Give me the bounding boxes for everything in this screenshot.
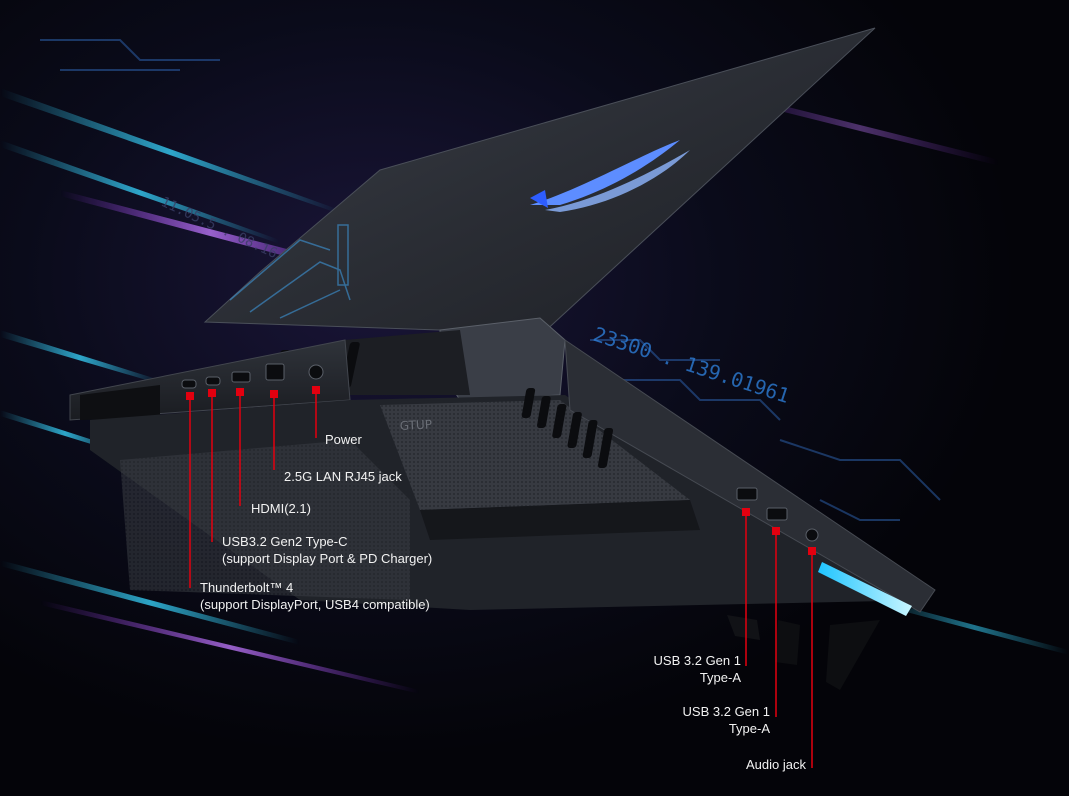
light-bar bbox=[818, 562, 912, 616]
laptop: GTUP bbox=[69, 27, 936, 690]
screen-edge-1 bbox=[727, 615, 760, 640]
marker-audio bbox=[808, 547, 816, 555]
callout-markers bbox=[186, 386, 816, 555]
label-hdmi: HDMI(2.1) bbox=[251, 501, 311, 516]
screen-edge-3 bbox=[826, 620, 880, 690]
label-power: Power bbox=[325, 432, 362, 447]
bottom-mesh bbox=[380, 400, 690, 510]
label-thunderbolt: Thunderbolt™ 4 (support DisplayPort, USB… bbox=[200, 580, 430, 612]
label-usb-a-2: USB 3.2 Gen 1 Type-A bbox=[682, 704, 770, 736]
marker-lan bbox=[270, 390, 278, 398]
label-lan: 2.5G LAN RJ45 jack bbox=[284, 469, 402, 484]
laptop-side-right bbox=[564, 339, 936, 613]
label-usb-a-1: USB 3.2 Gen 1 Type-A bbox=[653, 653, 741, 685]
marker-thunderbolt bbox=[186, 392, 194, 400]
right-vent-fins bbox=[521, 388, 614, 468]
bottom-speaker bbox=[420, 500, 700, 540]
light-streaks bbox=[0, 88, 1069, 694]
callout-lines bbox=[189, 392, 813, 768]
marker-power bbox=[312, 386, 320, 394]
bottom-lower-panel bbox=[120, 440, 410, 600]
marker-usb-a-1 bbox=[742, 508, 750, 516]
rog-logo-icon bbox=[530, 140, 690, 212]
marker-hdmi bbox=[236, 388, 244, 396]
lid-circuit-graphic bbox=[229, 224, 351, 319]
circuit-lines bbox=[40, 39, 941, 521]
marker-usb-a-2 bbox=[772, 527, 780, 535]
marker-usb-c bbox=[208, 389, 216, 397]
left-vent bbox=[80, 385, 160, 420]
label-audio: Audio jack bbox=[746, 757, 806, 772]
label-usb-c: USB3.2 Gen2 Type-C (support Display Port… bbox=[222, 534, 433, 566]
rear-vent bbox=[345, 330, 470, 395]
screen-edge-2 bbox=[775, 620, 800, 665]
chassis-badge: GTUP bbox=[399, 417, 432, 433]
right-port-openings bbox=[736, 487, 819, 542]
port-openings bbox=[181, 363, 324, 389]
